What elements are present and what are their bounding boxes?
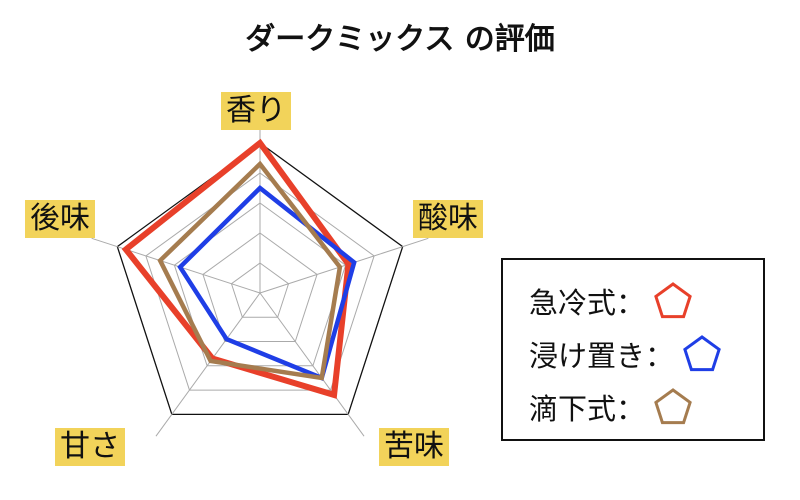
legend-separator: ： <box>616 392 646 426</box>
grid-ring <box>202 232 318 343</box>
axis-label-aroma: 香り <box>221 92 291 130</box>
series-polygon-2 <box>157 160 343 381</box>
grid-spoke <box>91 237 261 294</box>
legend-separator: ： <box>616 286 646 320</box>
grid-ring <box>116 142 404 416</box>
grid-ring <box>145 172 375 391</box>
pentagon-icon <box>683 335 721 372</box>
grid-spoke <box>259 292 365 437</box>
series-polygon-0 <box>121 138 352 399</box>
grid-spoke <box>259 237 429 294</box>
legend-label: 浸け置き <box>529 339 646 373</box>
grid-spoke <box>155 292 261 437</box>
axis-label-aftertaste: 後味 <box>25 200 95 238</box>
axis-label-bitterness: 苦味 <box>379 428 449 466</box>
legend-item-steep: 浸け置き： <box>529 329 724 379</box>
radar-series <box>121 138 357 399</box>
legend-separator: ： <box>645 339 675 373</box>
axis-label-sweetness: 甘さ <box>55 428 125 466</box>
axis-label-acidity: 酸味 <box>413 200 483 238</box>
legend: 急冷式： 浸け置き： 滴下式： <box>501 258 765 441</box>
legend-label: 急冷式 <box>529 286 617 320</box>
legend-item-rapid-chill: 急冷式： <box>529 276 695 326</box>
pentagon-icon <box>654 388 692 425</box>
grid-ring <box>230 262 290 318</box>
chart-title: ダークミックス の評価 <box>245 22 555 57</box>
series-polygon-1 <box>177 185 357 381</box>
legend-label: 滴下式 <box>529 392 617 426</box>
pentagon-icon <box>654 282 692 319</box>
legend-item-drip: 滴下式： <box>529 382 695 432</box>
